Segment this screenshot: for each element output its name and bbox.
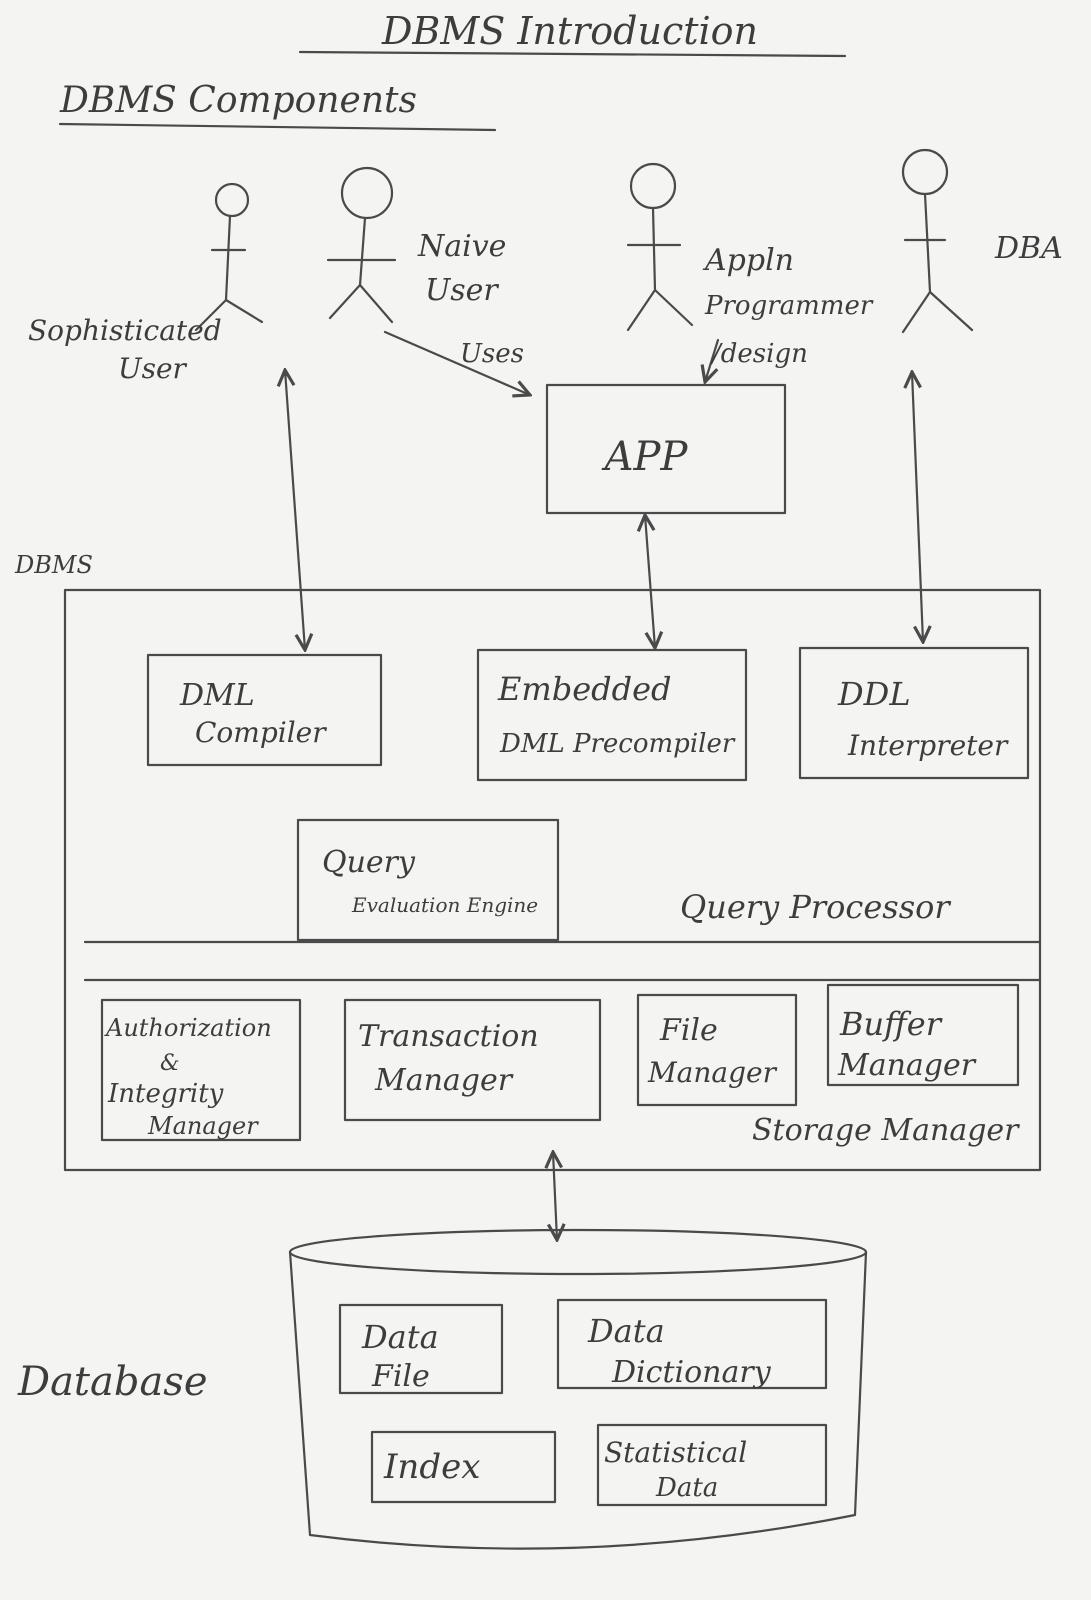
subtitle-underline <box>58 122 497 132</box>
page-subtitle: DBMS Components <box>59 80 417 121</box>
query-processor-label: Query Processor <box>680 888 951 926</box>
actor-sophisticated-user <box>194 182 264 332</box>
ddl-interpreter-line-1: DDL <box>837 675 911 713</box>
dba-label: DBA <box>994 231 1063 266</box>
app-to-embedded-arrow <box>645 515 655 648</box>
data-dictionary-line-2: Dictionary <box>611 1355 772 1390</box>
dml-compiler-line-1: DML <box>179 678 255 713</box>
query-engine-line-1: Query <box>322 845 416 880</box>
actor-appln-programmer <box>626 162 694 332</box>
dml-compiler-line-2: Compiler <box>195 716 327 749</box>
statistical-line-1: Statistical <box>604 1436 747 1469</box>
uses-arrow <box>383 330 530 395</box>
embedded-dml-line-2: DML Precompiler <box>499 729 736 759</box>
embedded-dml-box <box>476 648 748 782</box>
statistical-data-box <box>596 1423 828 1507</box>
auth-line-3: Integrity <box>107 1079 224 1109</box>
page-title: DBMS Introduction <box>381 9 758 53</box>
query-engine-box <box>296 818 560 942</box>
database-cylinder <box>288 1228 868 1550</box>
naive-user-label-2: User <box>425 273 499 308</box>
data-dictionary-line-1: Data <box>587 1312 665 1350</box>
transaction-line-2: Manager <box>374 1063 514 1098</box>
ddl-interpreter-box <box>798 646 1030 780</box>
transaction-line-1: Transaction <box>358 1019 539 1054</box>
sophisticated-user-label-2: User <box>118 352 188 385</box>
uses-label: Uses <box>460 339 524 369</box>
sophisticated-to-dml-arrow <box>285 370 305 650</box>
data-file-line-1: Data <box>361 1318 439 1356</box>
file-manager-line-2: Manager <box>647 1056 778 1089</box>
index-label: Index <box>383 1447 480 1487</box>
file-manager-box <box>636 993 798 1107</box>
appln-programmer-label-2: Programmer <box>704 291 874 321</box>
statistical-line-2: Data <box>655 1473 718 1503</box>
appln-programmer-label-1: Appln <box>702 243 794 278</box>
buffer-manager-box <box>826 983 1020 1087</box>
auth-line-4: Manager <box>147 1112 259 1140</box>
sophisticated-user-label-1: Sophisticated <box>28 314 222 347</box>
data-file-box <box>338 1303 504 1395</box>
design-arrow <box>705 338 720 382</box>
app-box-label: APP <box>601 434 689 480</box>
database-label: Database <box>17 1359 208 1405</box>
actor-naive-user <box>326 166 397 324</box>
dml-compiler-box <box>146 653 383 767</box>
auth-integrity-manager-box <box>100 998 302 1142</box>
file-manager-line-1: File <box>659 1013 718 1048</box>
app-box <box>545 383 787 515</box>
buffer-manager-line-1: Buffer <box>839 1005 943 1043</box>
data-file-line-2: File <box>371 1359 430 1394</box>
dbms-label: DBMS <box>14 551 93 579</box>
transaction-manager-box <box>343 998 602 1122</box>
auth-line-2: & <box>160 1051 180 1076</box>
storage-manager-label: Storage Manager <box>752 1113 1020 1148</box>
title-underline <box>298 50 847 58</box>
buffer-manager-line-2: Manager <box>837 1048 977 1083</box>
embedded-dml-line-1: Embedded <box>497 670 672 708</box>
actor-dba <box>901 148 974 334</box>
naive-user-label-1: Naive <box>417 229 506 264</box>
design-label: /design <box>709 339 808 369</box>
data-dictionary-box <box>556 1298 828 1390</box>
dbms-to-database-arrow <box>553 1152 557 1240</box>
dba-to-ddl-arrow <box>912 372 923 642</box>
index-box <box>370 1430 557 1504</box>
ddl-interpreter-line-2: Interpreter <box>847 729 1009 762</box>
query-engine-line-2: Evaluation Engine <box>351 893 538 917</box>
auth-line-1: Authorization <box>104 1014 272 1042</box>
